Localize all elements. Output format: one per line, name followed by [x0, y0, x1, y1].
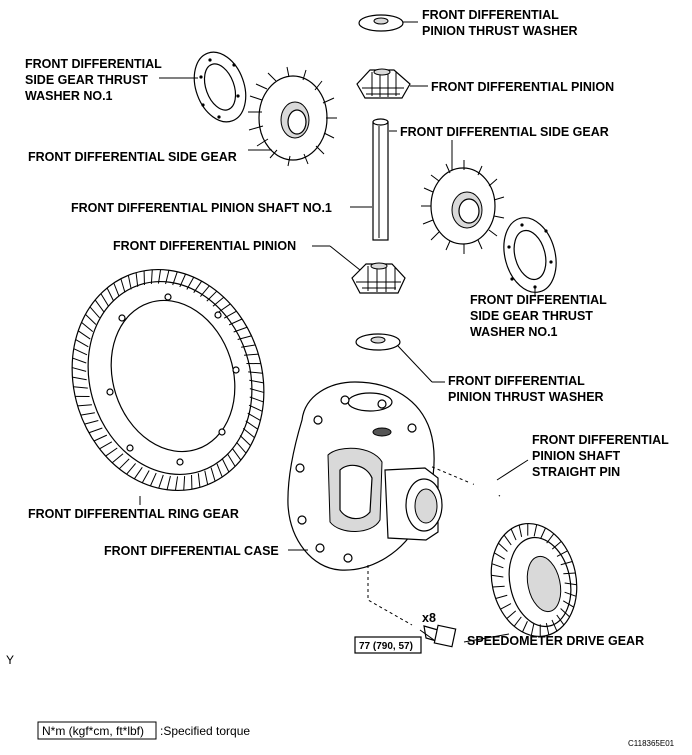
bolt-quantity: x8: [422, 611, 436, 625]
label-side-gear-washer-left-1: FRONT DIFFERENTIAL: [25, 57, 162, 71]
pinion-shaft: [350, 118, 397, 241]
label-side-gear-washer-right-2: SIDE GEAR THRUST: [470, 309, 593, 323]
torque-spec-box: 77 (790, 57): [354, 636, 422, 654]
label-side-gear-washer-right-1: FRONT DIFFERENTIAL: [470, 293, 607, 307]
label-side-gear-washer-left-2: SIDE GEAR THRUST: [25, 73, 148, 87]
label-side-gear-left: FRONT DIFFERENTIAL SIDE GEAR: [28, 150, 237, 164]
corner-left-mark: Y: [6, 653, 14, 667]
pinion-thrust-washer-lower: [355, 333, 445, 383]
torque-legend: N*m (kgf*cm, ft*lbf) :Specified torque: [37, 721, 250, 740]
label-side-gear-washer-right-3: WASHER NO.1: [470, 325, 558, 339]
label-pinion-lower: FRONT DIFFERENTIAL PINION: [113, 239, 296, 253]
pinion-top: [356, 68, 428, 99]
differential-case: [287, 381, 443, 626]
torque-value: 77 (790, 57): [359, 641, 413, 652]
side-gear-washer-left: [159, 51, 247, 123]
label-straight-pin-3: STRAIGHT PIN: [532, 465, 620, 479]
label-pinion-thrust-washer-lower-1: FRONT DIFFERENTIAL: [448, 374, 585, 388]
label-pinion-top: FRONT DIFFERENTIAL PINION: [431, 80, 614, 94]
label-case: FRONT DIFFERENTIAL CASE: [104, 544, 279, 558]
pinion-lower: [312, 245, 406, 294]
straight-pin: [429, 459, 529, 497]
figure-code: C118365E01: [628, 739, 675, 748]
ring-gear: [71, 268, 265, 505]
label-side-gear-washer-left-3: WASHER NO.1: [25, 89, 113, 103]
side-gear-left: [248, 66, 337, 167]
label-pinion-thrust-washer-top-1: FRONT DIFFERENTIAL: [422, 8, 559, 22]
legend-text: :Specified torque: [160, 724, 250, 738]
legend-unit-box: N*m (kgf*cm, ft*lbf): [42, 724, 144, 738]
label-pinion-thrust-washer-top-2: PINION THRUST WASHER: [422, 24, 578, 38]
label-straight-pin-2: PINION SHAFT: [532, 449, 621, 463]
label-side-gear-right: FRONT DIFFERENTIAL SIDE GEAR: [400, 125, 609, 139]
label-straight-pin-1: FRONT DIFFERENTIAL: [532, 433, 669, 447]
label-pinion-thrust-washer-lower-2: PINION THRUST WASHER: [448, 390, 604, 404]
pinion-thrust-washer-top: [358, 14, 418, 32]
case-bolt: [419, 624, 457, 648]
label-speedometer-gear: SPEEDOMETER DRIVE GEAR: [467, 634, 644, 648]
label-ring-gear: FRONT DIFFERENTIAL RING GEAR: [28, 507, 239, 521]
speedometer-drive-gear: [463, 522, 578, 643]
side-gear-washer-right: [503, 217, 557, 297]
label-pinion-shaft: FRONT DIFFERENTIAL PINION SHAFT NO.1: [71, 201, 332, 215]
side-gear-right: [421, 140, 505, 254]
